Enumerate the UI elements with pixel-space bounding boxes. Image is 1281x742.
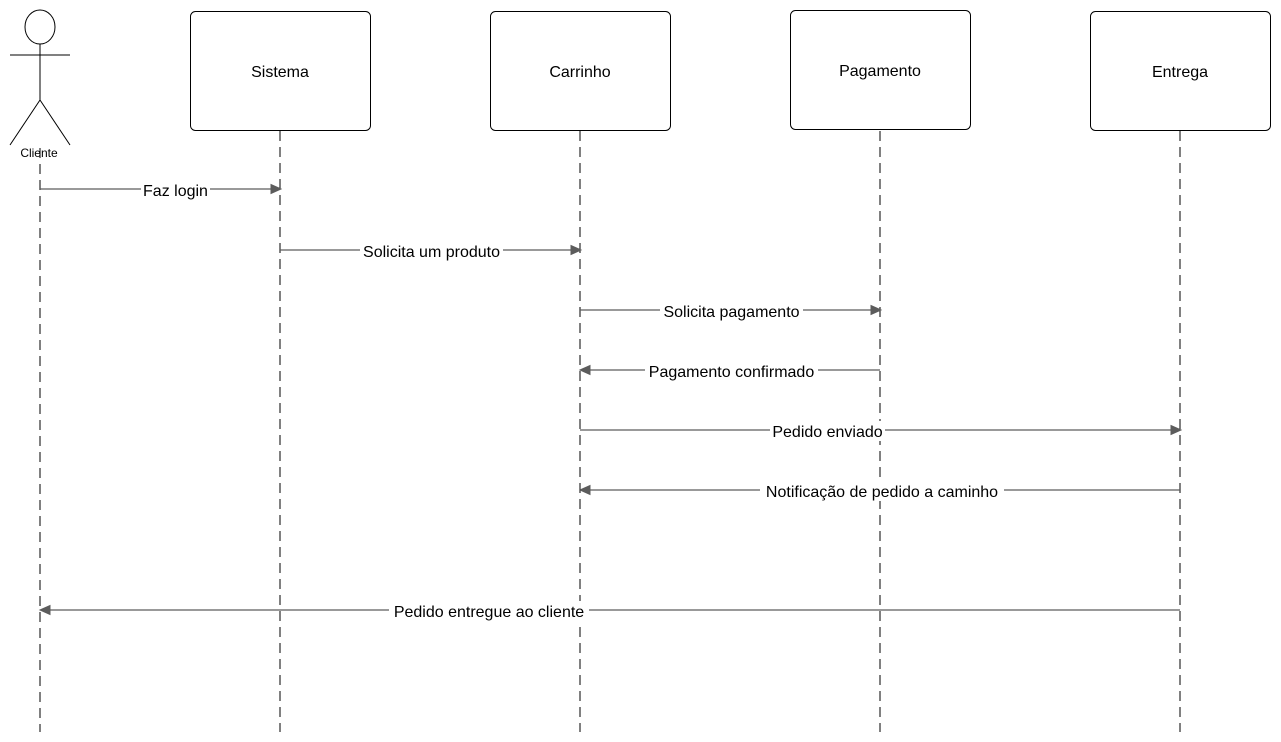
message-label: Pedido entregue ao cliente (394, 604, 584, 621)
lifeline-pagamento-title: Pagamento (839, 63, 921, 80)
actor-head (24, 9, 56, 45)
lifeline-entrega-title: Entrega (1152, 64, 1208, 81)
actor-left-leg (9, 99, 41, 146)
lifeline-carrinho-box (490, 11, 671, 131)
lifeline-pagamento[interactable]: Pagamento (790, 10, 971, 733)
arrowhead-left-icon (578, 364, 591, 376)
lifeline-entrega-box (1090, 11, 1271, 131)
message-pedido-enviado[interactable]: Pedido enviado (580, 421, 1183, 441)
lifeline-carrinho[interactable]: Carrinho (490, 11, 671, 733)
lifeline-pagamento-box (790, 10, 971, 130)
actor-label: Cliente (20, 146, 58, 160)
message-solicita-pagamento[interactable]: Solicita pagamento (580, 301, 883, 321)
lifeline-entrega[interactable]: Entrega (1090, 11, 1271, 733)
message-faz-login[interactable]: Faz login (40, 180, 283, 200)
message-label-background (760, 481, 1004, 501)
message-label: Pagamento confirmado (649, 364, 815, 381)
lifeline-sistema[interactable]: Sistema (190, 11, 371, 733)
actor-right-leg (39, 99, 71, 146)
arrowhead-left-icon (38, 604, 51, 616)
arrowhead-right-icon (570, 244, 583, 256)
message-pedido-entregue[interactable]: Pedido entregue ao cliente (38, 601, 1180, 621)
message-label: Pedido enviado (772, 424, 882, 441)
message-notificacao-de-pedido[interactable]: Notificação de pedido a caminho (578, 481, 1180, 501)
message-label-background (360, 241, 503, 261)
message-label: Solicita pagamento (663, 304, 799, 321)
arrowhead-right-icon (270, 183, 283, 195)
arrowhead-right-icon (1170, 424, 1183, 436)
lifeline-sistema-box (190, 11, 371, 131)
message-label-background (141, 180, 210, 200)
message-pagamento-confirmado[interactable]: Pagamento confirmado (578, 361, 880, 381)
message-label: Notificação de pedido a caminho (766, 484, 998, 501)
message-label-background (645, 361, 818, 381)
message-label-background (770, 421, 885, 441)
message-solicita-um-produto[interactable]: Solicita um produto (280, 241, 583, 261)
lifeline-carrinho-title: Carrinho (549, 64, 610, 81)
arrowhead-right-icon (870, 304, 883, 316)
message-label: Faz login (143, 183, 208, 200)
lifeline-sistema-title: Sistema (251, 64, 309, 81)
message-label-background (389, 601, 589, 621)
actor-cliente[interactable]: Cliente (9, 9, 71, 732)
arrowhead-left-icon (578, 484, 591, 496)
message-label-background (660, 301, 803, 321)
message-label: Solicita um produto (363, 244, 500, 261)
